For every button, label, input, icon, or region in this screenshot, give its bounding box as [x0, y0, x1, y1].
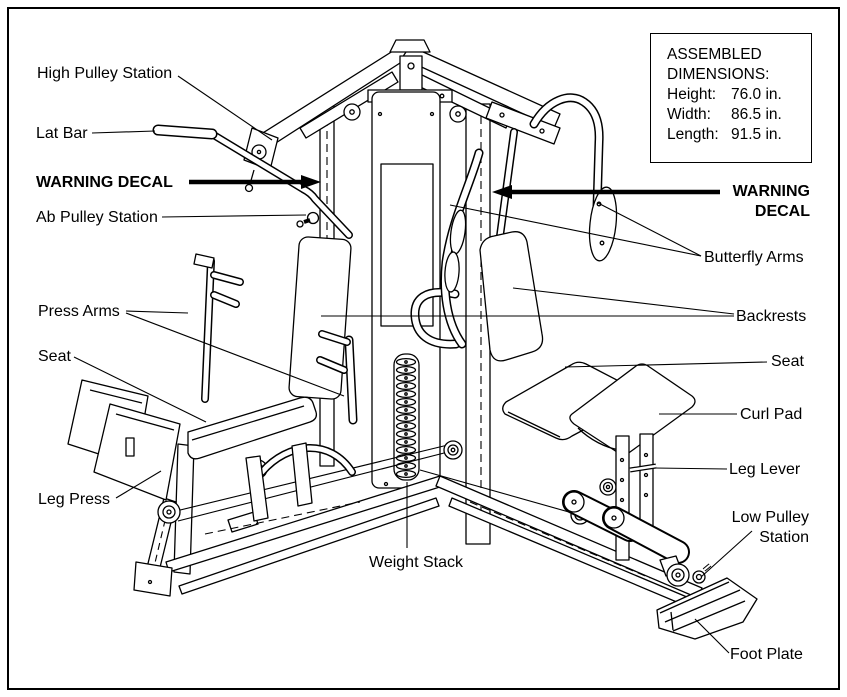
press-station-drawing: [187, 236, 358, 522]
ab-pulley-drawing: [296, 211, 320, 228]
dimension-value: 91.5 in.: [731, 126, 782, 143]
dimension-label: Height:: [667, 86, 717, 103]
warning-arrow-right: [492, 185, 720, 199]
leg-lever-rollers-drawing: [562, 490, 690, 564]
assembled-dimensions-box: ASSEMBLED DIMENSIONS: Height: 76.0 in. W…: [650, 33, 812, 163]
butterfly-station-drawing: [440, 93, 758, 640]
base-frame-drawing: [133, 440, 703, 609]
top-frame-drawing: [257, 39, 561, 149]
dimension-row-height: Height: 76.0 in.: [667, 85, 811, 105]
dimensions-title-line1: ASSEMBLED: [667, 46, 762, 63]
label-leg-press: Leg Press: [38, 491, 111, 508]
label-warning-decal-right: WARNING DECAL: [732, 183, 810, 220]
foot-plate-drawing: [656, 577, 758, 640]
dimension-value: 76.0 in.: [731, 86, 782, 103]
label-leg-lever: Leg Lever: [729, 461, 801, 478]
label-backrests: Backrests: [736, 308, 807, 325]
warning-arrow-left: [189, 175, 321, 189]
label-lat-bar: Lat Bar: [36, 125, 88, 142]
label-low-pulley-station: Low Pulley Station: [731, 509, 809, 546]
label-weight-stack: Weight Stack: [369, 554, 463, 571]
dimension-row-length: Length: 91.5 in.: [667, 125, 811, 145]
label-foot-plate: Foot Plate: [730, 646, 803, 663]
label-seat-right: Seat: [771, 353, 804, 370]
weight-tower-drawing: [371, 91, 441, 489]
dimensions-title-line2: DIMENSIONS:: [667, 66, 770, 83]
label-curl-pad: Curl Pad: [740, 406, 803, 423]
dimension-value: 86.5 in.: [731, 106, 782, 123]
label-warning-decal-left: WARNING DECAL: [36, 174, 173, 191]
dimension-row-width: Width: 86.5 in.: [667, 105, 811, 125]
lat-bar-drawing: [152, 124, 353, 239]
low-pulley-drawing: [659, 555, 712, 587]
dimension-label: Width:: [667, 106, 711, 123]
label-ab-pulley-station: Ab Pulley Station: [36, 209, 158, 226]
leg-press-drawing: [67, 379, 181, 501]
leader-lines: [73, 75, 768, 654]
label-butterfly-arms: Butterfly Arms: [704, 249, 804, 266]
label-seat-left: Seat: [38, 348, 71, 365]
dimension-label: Length:: [667, 126, 719, 143]
weight-stack-plates-drawing: [395, 357, 417, 479]
label-high-pulley-station: High Pulley Station: [37, 65, 173, 82]
label-press-arms: Press Arms: [38, 303, 120, 320]
